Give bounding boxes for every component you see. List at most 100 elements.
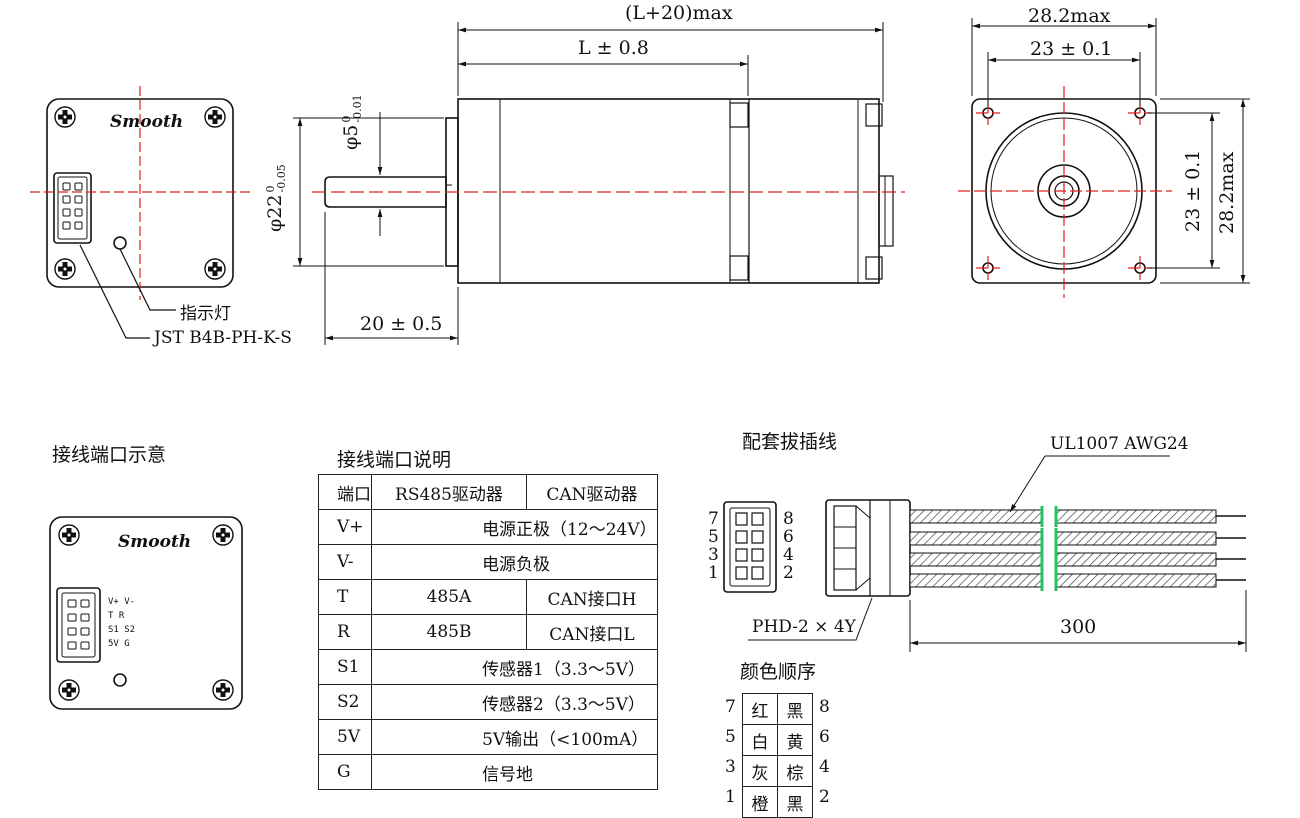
table-cell-merged: 电源正极（12～24V） — [371, 509, 658, 545]
side-view — [324, 98, 894, 284]
wire-color: 棕 — [777, 755, 813, 787]
dim-cable-length: 300 — [1060, 616, 1097, 638]
wire-color: 橙 — [742, 786, 778, 818]
dim-hole-spacing-v: 23 ± 0.1 — [1182, 149, 1204, 232]
dimension-lines — [293, 22, 884, 345]
table-header: CAN驱动器 — [525, 474, 659, 510]
screw-icon — [204, 258, 226, 280]
table-cell-port: R — [317, 614, 373, 650]
front-dimension-lines — [971, 18, 1250, 284]
port-spec-table: 端口 RS485驱动器 CAN驱动器 V+ 电源正极（12～24V） V- 电源… — [317, 474, 659, 790]
callout-leaders — [79, 244, 176, 339]
section-mating-cable: 配套拔插线 — [742, 431, 838, 453]
table-header: 端口 — [317, 474, 373, 510]
cable-wires — [909, 506, 1246, 591]
dim-overall-length: (L+20)max — [625, 2, 733, 24]
wire-color: 白 — [742, 724, 778, 756]
table-cell-rs485: 485B — [371, 614, 527, 650]
pin-label: S1 S2 — [108, 625, 136, 635]
plug-pin-number: 2 — [783, 563, 794, 583]
table-row: 灰 棕 — [742, 755, 813, 787]
screw-icon — [212, 679, 234, 701]
section-wiring-port: 接线端口示意 — [52, 444, 167, 466]
wire-color: 黄 — [777, 724, 813, 756]
dim-body-length: L ± 0.8 — [578, 37, 649, 59]
color-order-table: 红 黑 白 黄 灰 棕 橙 黑 — [742, 693, 813, 818]
table-header-row: 端口 RS485驱动器 CAN驱动器 — [317, 474, 659, 510]
dim-shaft-length: 20 ± 0.5 — [360, 313, 443, 335]
wire-color: 黑 — [777, 693, 813, 725]
plug-pin-number: 3 — [708, 545, 719, 565]
table-cell-can: CAN接口H — [525, 579, 659, 615]
screw-icon — [54, 106, 76, 128]
table-row: T 485A CAN接口H — [317, 579, 659, 615]
plug-pin-number: 5 — [708, 527, 719, 547]
table-cell-rs485: 485A — [371, 579, 527, 615]
plug-pin-number: 6 — [783, 527, 794, 547]
callout-cable-label: UL1007 AWG24 — [1050, 434, 1189, 454]
table-cell-port: G — [317, 754, 373, 790]
color-pin-number: 5 — [725, 727, 736, 747]
screw-icon — [204, 106, 226, 128]
table-cell-port: S1 — [317, 649, 373, 685]
table-row: S2 传感器2（3.3～5V） — [317, 684, 658, 720]
table-row: 红 黑 — [742, 693, 813, 725]
color-pin-number: 6 — [819, 727, 830, 747]
pin-label: 5V G — [108, 639, 130, 649]
table-cell-merged: 5V输出（<100mA） — [371, 719, 658, 755]
table-row: V- 电源负极 — [317, 544, 658, 580]
screw-icon — [54, 258, 76, 280]
table-row: R 485B CAN接口L — [317, 614, 659, 650]
table-row: 白 黄 — [742, 724, 813, 756]
pin-label: V+ V- — [108, 597, 136, 607]
plug-side — [825, 499, 911, 597]
table-cell-port: T — [317, 579, 373, 615]
section-port-description: 接线端口说明 — [337, 449, 452, 471]
plug-face — [723, 501, 777, 593]
dim-flange-height: 28.2max — [1216, 151, 1238, 234]
table-row: V+ 电源正极（12～24V） — [317, 509, 658, 545]
wire-color: 红 — [742, 693, 778, 725]
wire-color: 黑 — [777, 786, 813, 818]
color-pin-number: 7 — [725, 697, 736, 717]
table-cell-merged: 信号地 — [371, 754, 658, 790]
screw-icon — [58, 679, 80, 701]
screw-icon — [212, 524, 234, 546]
plug-pin-number: 1 — [708, 563, 719, 583]
dim-flange-width: 28.2max — [1028, 5, 1111, 27]
table-row: G 信号地 — [317, 754, 658, 790]
table-row: 5V 5V输出（<100mA） — [317, 719, 658, 755]
table-cell-merged: 传感器1（3.3～5V） — [371, 649, 658, 685]
callout-connector-label: JST B4B-PH-K-S — [154, 328, 292, 348]
table-header: RS485驱动器 — [371, 474, 527, 510]
brand-logo: Smooth — [118, 532, 192, 552]
color-pin-number: 1 — [725, 787, 736, 807]
port-diagram — [49, 516, 243, 710]
wire-color: 灰 — [742, 755, 778, 787]
screw-icon — [58, 524, 80, 546]
table-cell-merged: 传感器2（3.3～5V） — [371, 684, 658, 720]
table-cell-port: V+ — [317, 509, 373, 545]
plug-pin-number: 4 — [783, 545, 794, 565]
plug-pin-number: 8 — [783, 509, 794, 529]
back-view-centerlines — [30, 86, 250, 300]
dim-hole-spacing-h: 23 ± 0.1 — [1030, 38, 1113, 60]
color-pin-number: 2 — [819, 787, 830, 807]
color-pin-number: 8 — [819, 697, 830, 717]
callout-plug-label: PHD-2 × 4Y — [752, 617, 856, 637]
table-cell-port: S2 — [317, 684, 373, 720]
table-row: 橙 黑 — [742, 786, 813, 818]
color-pin-number: 3 — [725, 757, 736, 777]
table-cell-merged: 电源负极 — [371, 544, 658, 580]
port-outline — [53, 172, 92, 244]
pin-label: T R — [108, 611, 125, 621]
section-color-order: 颜色顺序 — [740, 661, 817, 683]
table-cell-port: V- — [317, 544, 373, 580]
brand-logo: Smooth — [110, 112, 184, 132]
callout-indicator-label: 指示灯 — [180, 304, 231, 324]
color-pin-number: 4 — [819, 757, 830, 777]
plug-pin-number: 7 — [708, 509, 719, 529]
